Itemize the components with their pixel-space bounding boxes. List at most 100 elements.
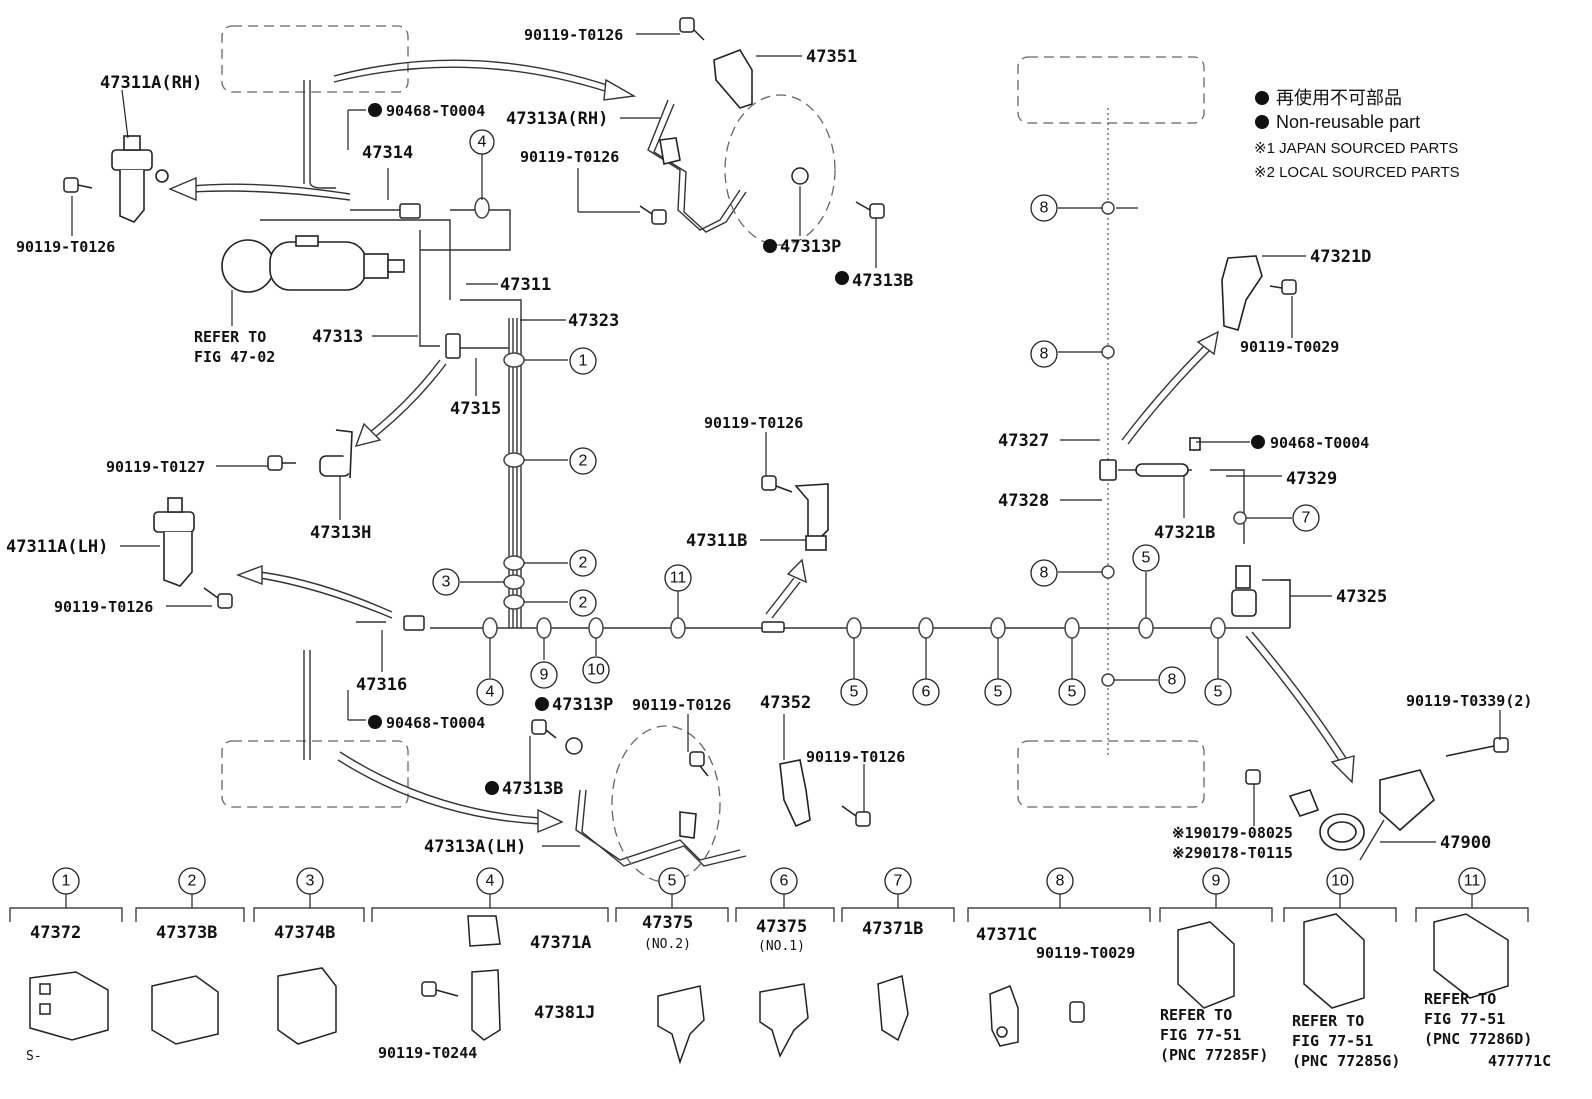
clamp-h11: 11 [1464,873,1481,890]
valve-47325 [1231,565,1257,617]
callout-8b: 8 [1040,346,1049,363]
clamp-h7: 7 [894,873,903,890]
callout-6: 6 [922,684,931,701]
refer-9-l1: REFER TO [1160,1006,1232,1024]
clamp-47374B: 47374B [274,923,335,943]
clamp-47375-no1: 47375 [756,917,807,937]
clamp-markers [474,197,1247,687]
footer-left: S- [26,1049,42,1064]
label-90119-T0126-a: 90119-T0126 [16,238,115,256]
label-47352: 47352 [760,693,811,713]
refer-10-l2: FIG 77-51 [1292,1032,1373,1050]
label-47311B: 47311B [686,531,747,551]
label-47313P-b: 47313P [552,695,613,715]
callout-4a: 4 [478,134,487,151]
clamp-47375-no2: 47375 [642,913,693,933]
label-47313A-LH: 47313A(LH) [424,837,526,857]
clamp-47375-no2-note: (NO.2) [644,937,691,952]
clamp-47373B: 47373B [156,923,217,943]
callout-5a: 5 [850,684,859,701]
clamp-90119-T0029: 90119-T0029 [1036,944,1135,962]
label-90178-T0115: ※290178-T0115 [1172,844,1293,862]
refer-10-l1: REFER TO [1292,1012,1364,1030]
label-47321B: 47321B [1154,523,1215,543]
callout-circles [432,129,1320,706]
figure-code: 477771C [1488,1052,1551,1070]
label-47325: 47325 [1336,587,1387,607]
callout-4b: 4 [486,684,495,701]
clamp-h8: 8 [1056,873,1065,890]
label-90119-T0339: 90119-T0339(2) [1406,692,1532,710]
label-47315: 47315 [450,399,501,419]
clamp-h10: 10 [1331,873,1349,890]
label-90119-T0126-b: 90119-T0126 [54,598,153,616]
clamp-glyphs [29,913,1509,1065]
label-refer-fig-47-02-l1: REFER TO [194,328,266,346]
sensor-47900 [1288,769,1435,861]
label-90468-T0004-a: 90468-T0004 [386,102,485,120]
clamp-47371B: 47371B [862,919,923,939]
callout-2a: 2 [579,453,588,470]
clamp-table-brackets [9,894,1529,922]
legend-jp: 再使用不可部品 [1276,88,1402,108]
label-47900: 47900 [1440,833,1491,853]
bolt-icons [63,17,1509,827]
clamp-47371C: 47371C [976,925,1037,945]
clamp-h5: 5 [668,873,677,890]
valve-47311A-RH [111,135,169,223]
callout-9: 9 [540,667,549,684]
rear-top-outline [1017,56,1205,124]
label-47313A-RH: 47313A(RH) [506,109,608,129]
callout-2b: 2 [579,555,588,572]
clamp-47372: 47372 [30,923,81,943]
label-90119-T0126-c: 90119-T0126 [520,148,619,166]
callout-7: 7 [1302,510,1311,527]
label-90119-T0126-top: 90119-T0126 [524,26,623,44]
callout-5c: 5 [1068,684,1077,701]
callout-8d: 8 [1168,672,1177,689]
hose-47313A-RH [647,49,836,246]
label-47327: 47327 [998,431,1049,451]
bracket-47321D [1221,255,1263,331]
label-90119-T0126-e: 90119-T0126 [632,696,731,714]
callout-5b: 5 [994,684,1003,701]
callout-10: 10 [587,662,605,679]
refer-9-l3: (PNC 77285F) [1160,1046,1268,1064]
arrow-icon [168,59,1355,834]
callout-5d: 5 [1142,550,1151,567]
hose-47313A-LH [575,725,811,883]
refer-11-l1: REFER TO [1424,990,1496,1008]
clamp-h2: 2 [188,873,197,890]
label-90119-T0126-d: 90119-T0126 [704,414,803,432]
label-90468-T0004-b: 90468-T0004 [386,714,485,732]
label-47313P-a: 47313P [780,237,841,257]
leader-lines [71,33,1501,847]
callout-3: 3 [442,574,451,591]
front-left-wheel-outline [221,740,409,808]
label-47351: 47351 [806,47,857,67]
callout-8a: 8 [1040,200,1049,217]
valve-47311A-LH [153,497,195,587]
clamp-90119-T0244: 90119-T0244 [378,1044,477,1062]
refer-11-l2: FIG 77-51 [1424,1010,1505,1028]
clamp-47375-no1-note: (NO.1) [758,939,805,954]
label-47323: 47323 [568,311,619,331]
label-47313: 47313 [312,327,363,347]
refer-10-l3: (PNC 77285G) [1292,1052,1400,1070]
label-90179-08025: ※190179-08025 [1172,824,1293,842]
label-90468-T0004-c: 90468-T0004 [1270,434,1369,452]
clamp-h6: 6 [780,873,789,890]
refer-11-l3: (PNC 77286D) [1424,1030,1532,1048]
label-47311A-RH: 47311A(RH) [100,73,202,93]
clamp-h1: 1 [62,873,71,890]
label-47311A-LH: 47311A(LH) [6,537,108,557]
label-47314: 47314 [362,143,413,163]
label-47313B-a: 47313B [852,271,913,291]
label-47313H: 47313H [310,523,371,543]
callout-11: 11 [670,570,687,587]
clamp-h4: 4 [486,873,495,890]
clamp-47381J: 47381J [534,1003,595,1023]
non-reusable-markers [368,91,1269,795]
callout-5e: 5 [1214,684,1223,701]
